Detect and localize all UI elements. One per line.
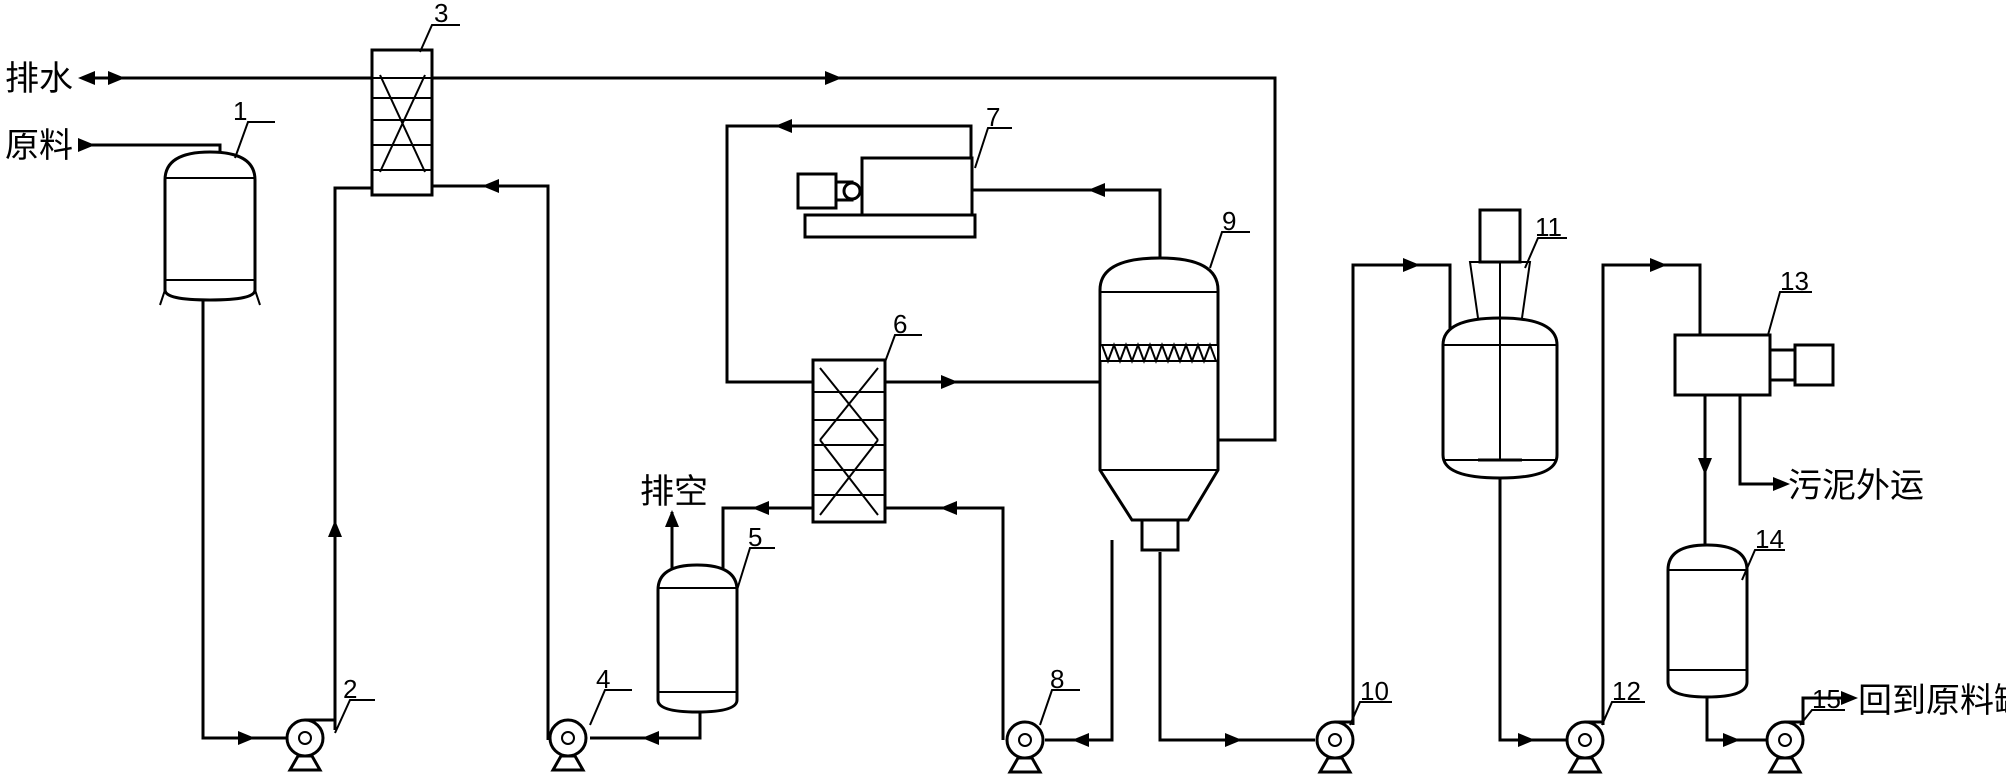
pump-12 — [1565, 720, 1605, 774]
leader-lines — [234, 24, 1845, 734]
pump-4 — [548, 718, 588, 772]
sludge-outlet-label: 污泥外运 — [1788, 467, 1924, 505]
feed-tank — [159, 150, 261, 306]
equipment-number-14: 14 — [1755, 524, 1784, 554]
pump-2 — [285, 718, 337, 772]
mixing-tank-11 — [1441, 208, 1559, 480]
reactor-9 — [1098, 256, 1220, 552]
drain-label: 排水 — [5, 60, 73, 98]
pump-10 — [1315, 720, 1355, 774]
flow-arrows — [78, 71, 1858, 747]
vent-label: 排空 — [640, 473, 708, 511]
equipment-number-7: 7 — [986, 102, 1000, 132]
equipment-number-1: 1 — [233, 96, 247, 126]
equipment-number-4: 4 — [596, 664, 610, 694]
equipment-number-5: 5 — [748, 522, 762, 552]
pump-8 — [1005, 720, 1045, 774]
equipment-number-8: 8 — [1050, 664, 1064, 694]
equipment-number-11: 11 — [1535, 212, 1562, 242]
equipment-number-10: 10 — [1360, 676, 1389, 706]
pump-15 — [1765, 720, 1805, 774]
tank-5 — [656, 563, 739, 714]
equipment-number-15: 15 — [1812, 684, 1841, 714]
equipment-number-6: 6 — [893, 309, 907, 339]
feed-label: 原料 — [5, 127, 73, 165]
equipment-number-2: 2 — [343, 674, 357, 704]
separator-13 — [1673, 333, 1835, 397]
machine-7 — [796, 156, 977, 239]
equipment-number-3: 3 — [434, 0, 448, 28]
equipment-number-9: 9 — [1222, 206, 1236, 236]
heat-exchanger-6 — [811, 358, 887, 524]
heat-exchanger-3 — [370, 48, 434, 197]
return-to-feed-tank-label: 回到原料罐 — [1858, 682, 2006, 720]
equipment-number-13: 13 — [1780, 266, 1809, 296]
equipment-number-12: 12 — [1612, 676, 1641, 706]
tank-14 — [1666, 543, 1749, 699]
